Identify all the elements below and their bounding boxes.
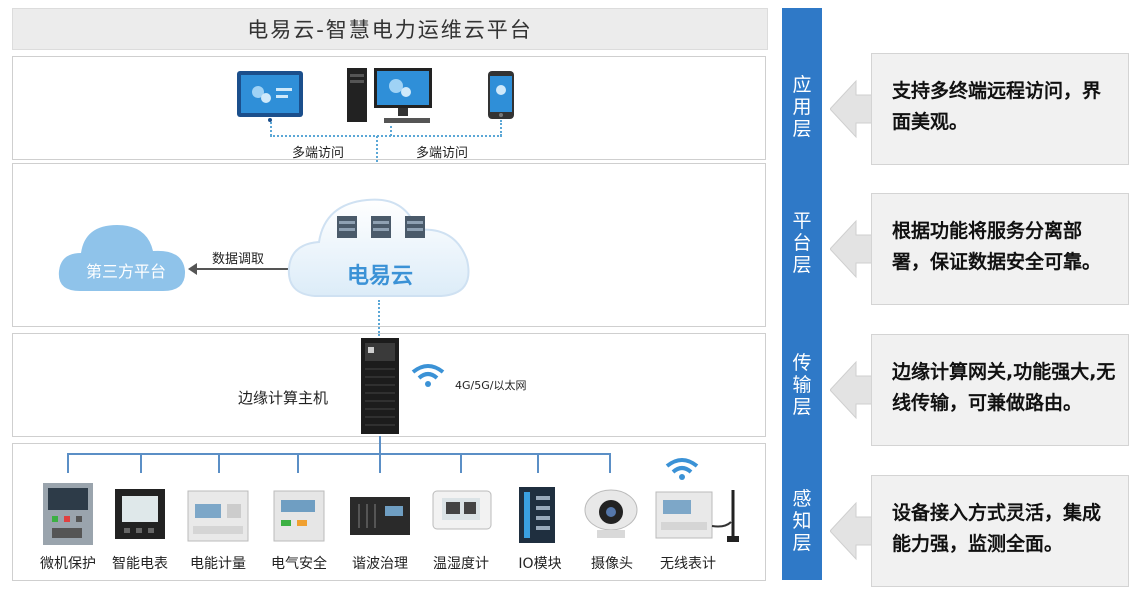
arrow-left-icon (830, 360, 874, 420)
multi-access-label-left: 多端访问 (292, 146, 345, 161)
connector (379, 436, 381, 454)
smartphone-icon (488, 71, 514, 119)
connector (379, 453, 381, 473)
connector (297, 453, 299, 473)
wireless-meter-icon (655, 490, 739, 542)
application-layer-description: 支持多终端远程访问，界面美观。 (871, 53, 1129, 165)
connector (378, 300, 380, 336)
energy-meter-icon (187, 490, 249, 542)
tablet-icon (237, 71, 303, 122)
platform-layer-description: 根据功能将服务分离部署，保证数据安全可靠。 (871, 193, 1129, 305)
layer-name-platform: 平 台 层 (792, 210, 812, 276)
device-label: 谐波治理 (352, 556, 408, 572)
connector (140, 453, 142, 473)
arrow-head-icon (188, 263, 197, 275)
connector (376, 136, 378, 162)
device-label: 电气安全 (271, 556, 327, 572)
edge-host-label: 边缘计算主机 (238, 389, 329, 407)
device-label: 无线表计 (660, 556, 716, 572)
device-label: 电能计量 (190, 556, 246, 572)
connector (390, 126, 392, 136)
harmonic-filter-icon (350, 497, 410, 535)
connector (218, 453, 220, 473)
protection-relay-icon (43, 483, 93, 545)
connector (500, 120, 502, 136)
connector (537, 453, 539, 473)
page-title: 电易云-智慧电力运维云平台 (12, 8, 768, 50)
data-call-arrow (194, 268, 290, 270)
thermo-hygrometer-icon (432, 490, 492, 530)
cloud-platform-icon (287, 198, 470, 297)
electrical-safety-device-icon (273, 490, 325, 542)
layer-name-transport: 传 输 层 (792, 352, 812, 418)
connector (270, 135, 502, 137)
device-label: IO模块 (518, 556, 562, 572)
multi-access-label-right: 多端访问 (416, 146, 469, 161)
arrow-left-icon (830, 219, 874, 279)
connector (270, 122, 272, 136)
network-label: 4G/5G/以太网 (455, 379, 527, 392)
transport-layer-description: 边缘计算网关,功能强大,无线传输，可兼做路由。 (871, 334, 1129, 446)
perception-layer-description: 设备接入方式灵活，集成能力强，监测全面。 (871, 475, 1129, 587)
smart-meter-icon (115, 489, 165, 539)
data-call-label: 数据调取 (212, 252, 265, 267)
layer-name-perception: 感 知 层 (792, 488, 812, 554)
camera-icon (584, 489, 638, 538)
arrow-left-icon (830, 501, 874, 561)
io-module-icon (519, 487, 555, 543)
third-party-cloud-icon (58, 225, 186, 291)
connector (460, 453, 462, 473)
device-label: 温湿度计 (433, 556, 489, 572)
edge-host-cabinet-icon (361, 338, 399, 434)
cloud-platform-label: 电易云 (346, 264, 413, 289)
wifi-icon (411, 364, 445, 387)
connector (67, 453, 69, 473)
device-label: 智能电表 (112, 556, 168, 572)
layer-bar: 应 用 层 平 台 层 传 输 层 感 知 层 (782, 8, 822, 580)
layer-name-application: 应 用 层 (792, 74, 812, 140)
third-party-platform-label: 第三方平台 (85, 262, 166, 281)
device-label: 摄像头 (591, 556, 633, 572)
connector (609, 453, 611, 473)
bus-line (67, 453, 611, 455)
desktop-computer-icon (347, 68, 432, 123)
arrow-left-icon (830, 79, 874, 139)
device-label: 微机保护 (40, 556, 96, 572)
wireless-signal-icon (665, 458, 699, 480)
